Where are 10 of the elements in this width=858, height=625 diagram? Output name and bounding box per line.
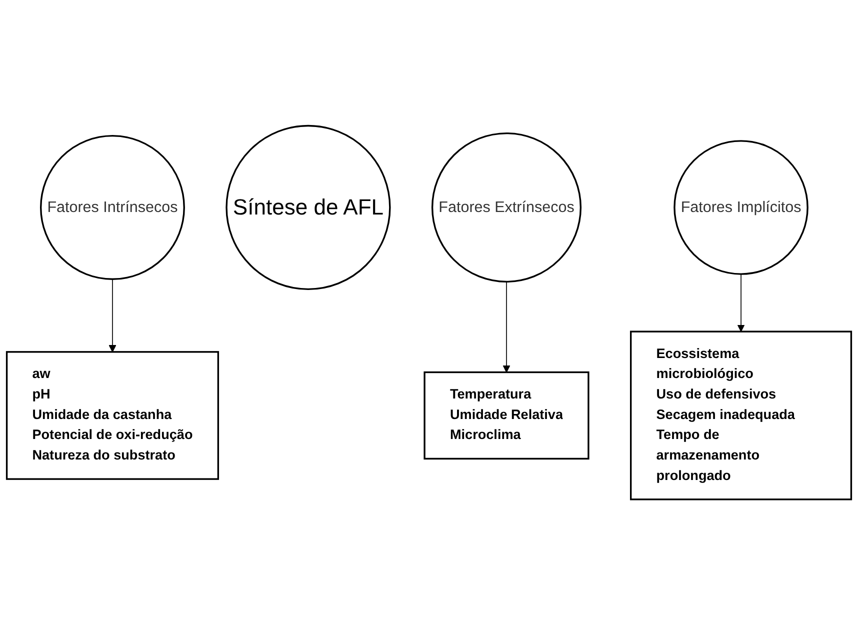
node-circle: Síntese de AFL [226, 124, 391, 290]
arrow [737, 274, 745, 332]
arrow [108, 278, 116, 352]
node-box: Temperatura Umidade Relativa Microclima [424, 371, 590, 460]
node-box: Ecossistema microbiológico Uso de defensivos Secagem inadequada Tempo de armazenamento prolongado [630, 330, 852, 500]
node-box: aw pH Umidade da castanha Potencial de oxi-redução Natureza do substrato [6, 350, 220, 480]
node-circle: Fatores Implícitos [674, 140, 808, 275]
node-circle: Fatores Extrínsecos [431, 132, 582, 282]
arrow [502, 281, 510, 372]
node-circle: Fatores Intrínsecos [40, 134, 185, 280]
